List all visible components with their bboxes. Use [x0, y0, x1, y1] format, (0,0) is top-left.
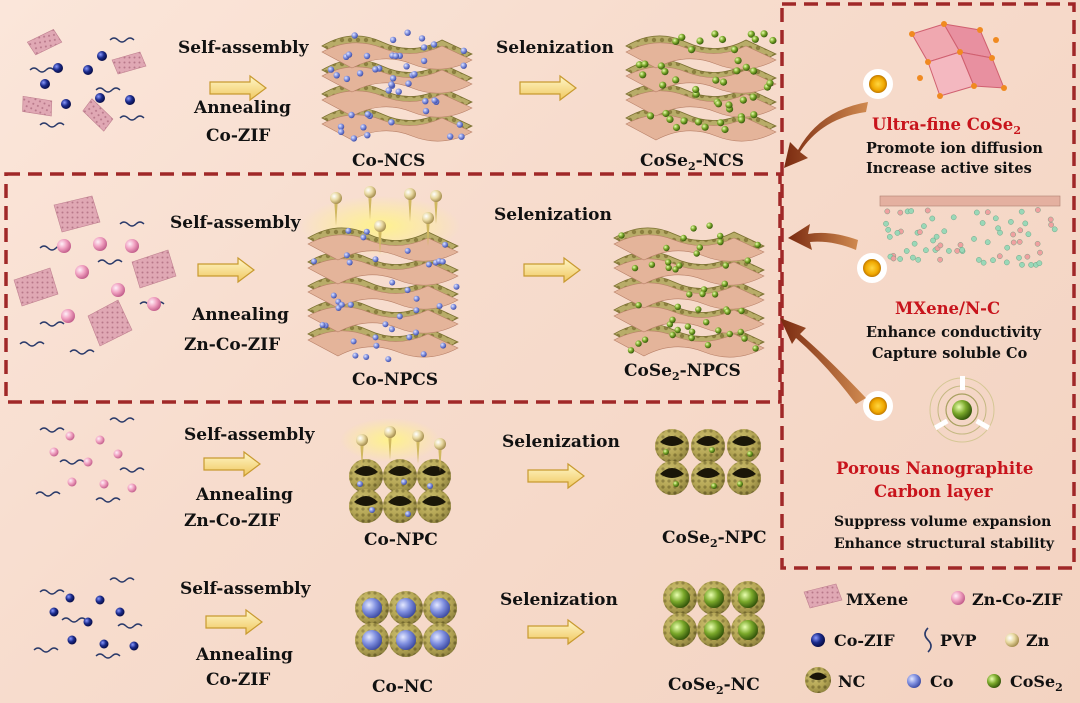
legend-pvp-swatch	[924, 627, 932, 653]
co-particles-1	[327, 29, 467, 142]
feature-3-line-1: Suppress volume expansion	[834, 514, 1051, 530]
arrow-selenization-3	[527, 463, 585, 489]
legend-cose2-label: CoSe2	[1010, 672, 1063, 694]
row-2: Self-assembly Annealing Zn-Co-ZIF Co-NPC…	[13, 186, 765, 390]
arrow-assembly-2	[197, 257, 255, 283]
se-particles-1	[635, 30, 777, 134]
intermediate-label-1: Co-NCS	[352, 151, 425, 171]
step1-top-2: Self-assembly	[170, 213, 302, 233]
legend-zn-swatch	[1005, 633, 1019, 647]
product-spheres-3	[655, 429, 761, 495]
step1-top-3: Self-assembly	[184, 425, 316, 445]
row-1: Self-assembly Annealing Co-ZIF Co-NCS Se…	[16, 28, 777, 173]
precursor-mix-4	[33, 577, 143, 659]
precursor-label-4: Co-ZIF	[206, 670, 270, 690]
step2-label-3: Selenization	[502, 432, 620, 452]
product-label-2: CoSe2-NPCS	[624, 361, 741, 383]
legend-pvp-label: PVP	[940, 631, 976, 650]
legend-cozif-label: Co-ZIF	[834, 631, 895, 650]
product-label-3: CoSe2-NPC	[662, 528, 767, 550]
row-4: Self-assembly Annealing Co-ZIF Co-NC Sel…	[33, 577, 765, 697]
curved-arrow-3	[780, 318, 866, 404]
precursor-mix-3	[35, 417, 145, 503]
legend-zncozif-swatch	[951, 591, 965, 605]
arrow-assembly-4	[205, 609, 263, 635]
legend-mxene-swatch	[803, 583, 843, 609]
curved-arrow-1	[784, 102, 868, 168]
step1-bottom-3: Annealing	[195, 485, 293, 505]
arrow-selenization-1	[519, 75, 577, 101]
target-rings-icon	[929, 376, 995, 443]
mxene-structure-icon	[879, 195, 1061, 268]
feature-1-line-1: Promote ion diffusion	[866, 140, 1043, 157]
product-stack-1	[625, 35, 777, 142]
legend-cose2-swatch	[987, 674, 1001, 688]
feature-title-3: Porous Nanographite	[836, 459, 1033, 478]
precursor-label-2: Zn-Co-ZIF	[184, 335, 280, 355]
crystal-structure-icon	[909, 21, 1007, 99]
intermediate-stack-2	[300, 186, 460, 358]
step1-bottom-1: Annealing	[193, 98, 291, 118]
precursor-label-3: Zn-Co-ZIF	[184, 511, 280, 531]
feature-mxene: MXene/N-C Enhance conductivity Capture s…	[857, 195, 1061, 362]
se-particles-2	[618, 222, 761, 354]
step2-label-1: Selenization	[496, 38, 614, 58]
legend: MXene Zn-Co-ZIF Co-ZIF PVP Zn NC Co CoSe…	[803, 583, 1063, 694]
arrow-selenization-2	[523, 257, 581, 283]
legend-co-label: Co	[930, 672, 954, 691]
row-3: Self-assembly Annealing Zn-Co-ZIF Co-NPC…	[35, 417, 767, 550]
intermediate-label-3: Co-NPC	[364, 530, 438, 550]
highlight-frame-features	[780, 2, 1076, 570]
arrow-assembly-3	[203, 451, 261, 477]
step2-label-4: Selenization	[500, 590, 618, 610]
intermediate-spheres-3	[340, 418, 451, 523]
intermediate-spheres-4	[355, 591, 457, 657]
curved-arrow-2	[788, 224, 858, 250]
feature-title-3b: Carbon layer	[874, 482, 993, 501]
arrow-assembly-1	[209, 75, 267, 101]
legend-nc-swatch	[805, 667, 831, 693]
product-label-1: CoSe2-NCS	[640, 151, 744, 173]
legend-nc-label: NC	[838, 672, 865, 691]
curved-arrows	[780, 102, 868, 404]
legend-zn-label: Zn	[1026, 631, 1050, 650]
product-label-4: CoSe2-NC	[668, 675, 760, 697]
feature-3-line-2: Enhance structural stability	[834, 536, 1055, 552]
arrow-selenization-4	[527, 619, 585, 645]
feature-1-line-2: Increase active sites	[866, 160, 1032, 177]
feature-title-2: MXene/N-C	[895, 299, 1000, 318]
feature-porous: Porous Nanographite Carbon layer Suppres…	[834, 376, 1055, 552]
intermediate-label-2: Co-NPCS	[352, 370, 438, 390]
feature-title-1: Ultra-fine CoSe2	[872, 115, 1021, 137]
legend-zncozif-label: Zn-Co-ZIF	[972, 590, 1063, 609]
precursor-mix-1	[16, 28, 147, 136]
feature-ultrafine: Ultra-fine CoSe2 Promote ion diffusion I…	[863, 21, 1043, 177]
intermediate-stack-1	[321, 35, 473, 142]
legend-mxene-label: MXene	[846, 590, 908, 609]
legend-co-swatch	[907, 674, 921, 688]
product-spheres-4	[663, 581, 765, 647]
intermediate-label-4: Co-NC	[372, 677, 433, 697]
precursor-label-1: Co-ZIF	[206, 126, 270, 146]
highlight-frame-row	[4, 172, 782, 404]
step1-top-1: Self-assembly	[178, 38, 310, 58]
legend-cozif-swatch	[811, 633, 825, 647]
feature-2-line-1: Enhance conductivity	[866, 324, 1042, 341]
step1-bottom-4: Annealing	[195, 645, 293, 665]
step1-bottom-2: Annealing	[191, 305, 289, 325]
step2-label-2: Selenization	[494, 205, 612, 225]
co-particles-2	[311, 227, 460, 363]
step1-top-4: Self-assembly	[180, 579, 312, 599]
precursor-mix-2	[13, 195, 177, 355]
feature-2-line-2: Capture soluble Co	[872, 345, 1028, 362]
